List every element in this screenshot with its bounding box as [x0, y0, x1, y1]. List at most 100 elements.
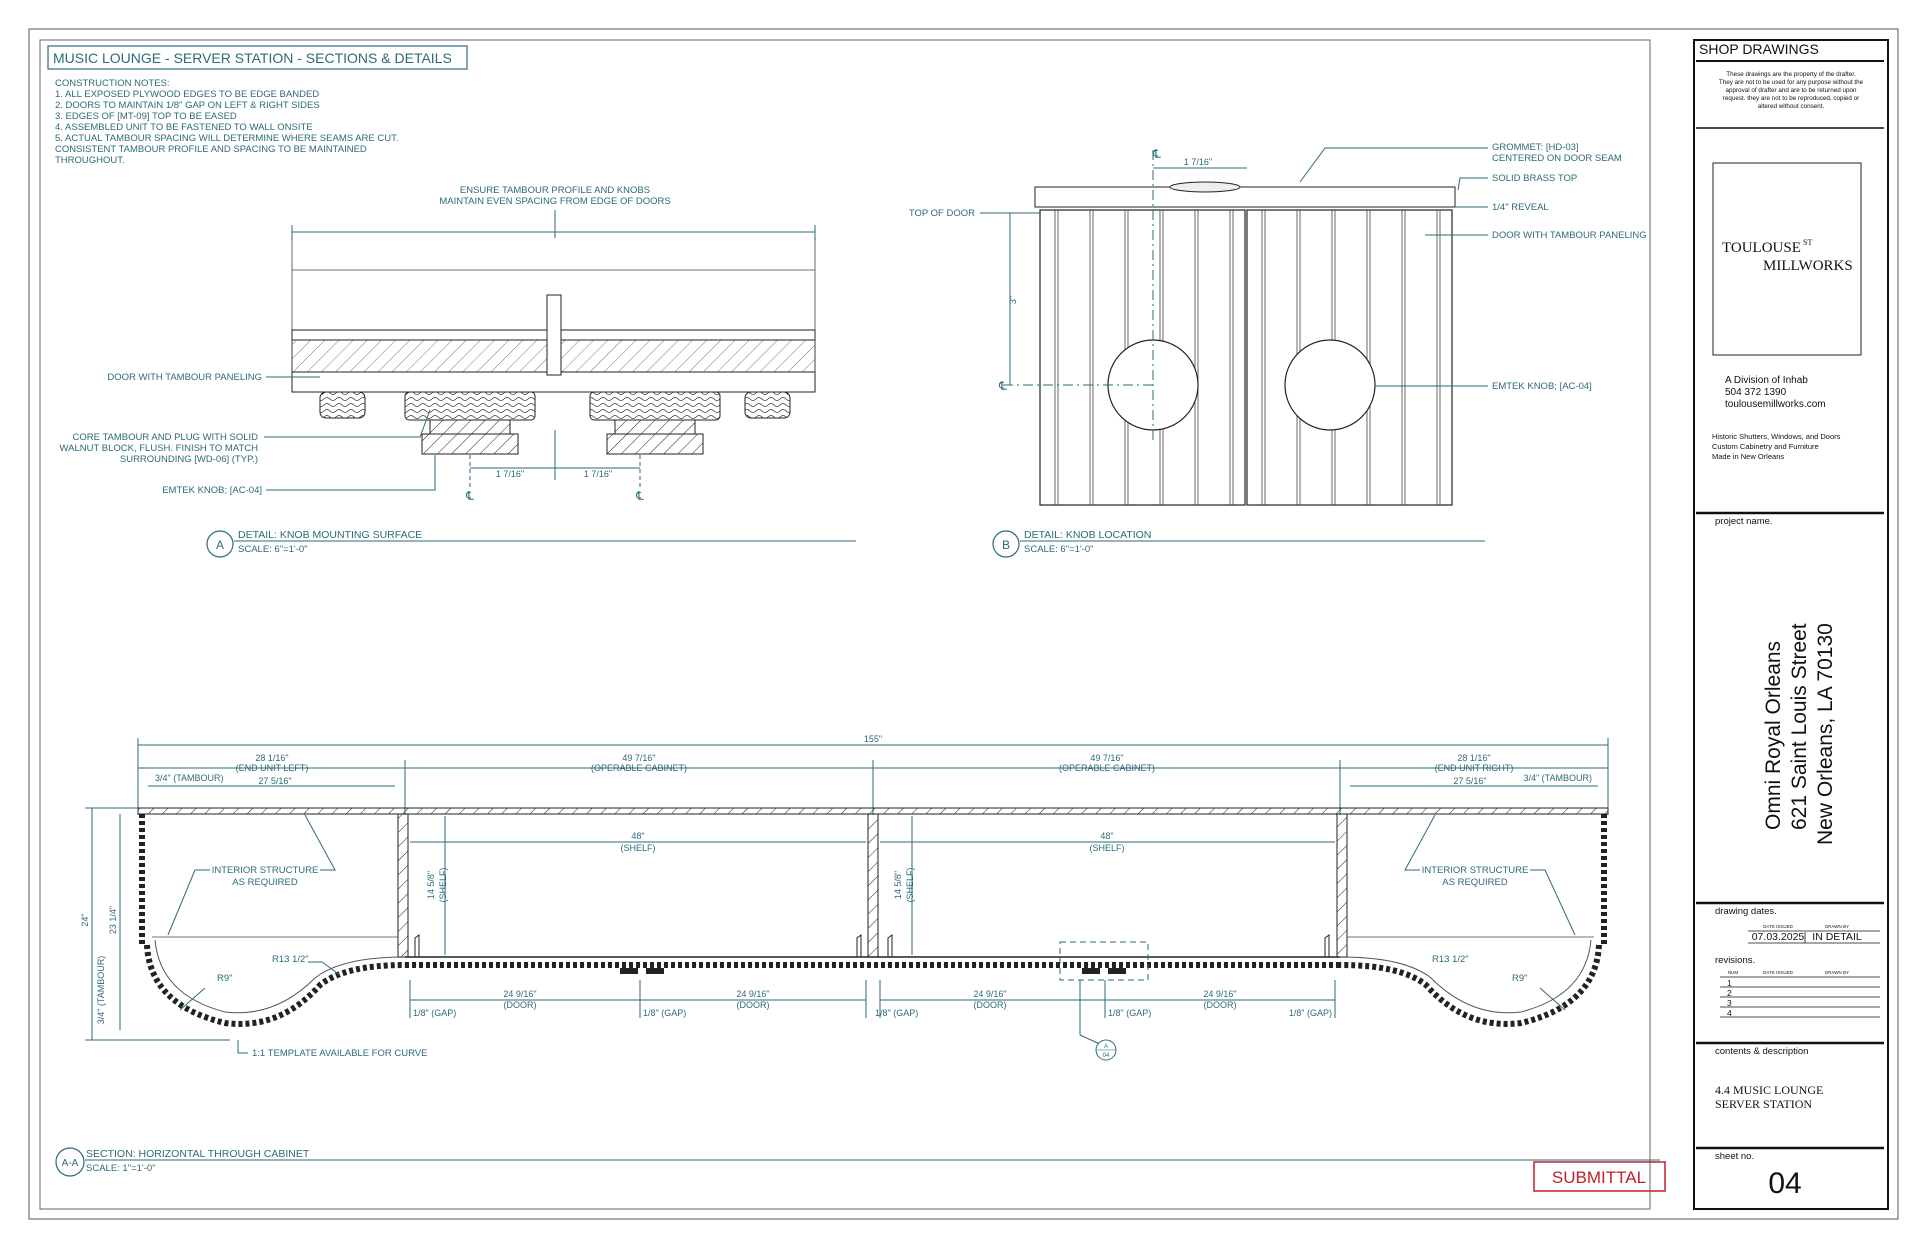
sheet-title-box [47, 45, 468, 70]
detail-a-label-door: DOOR WITH TAMBOUR PANELING [107, 372, 262, 383]
detail-a-cl-left: ℄ [465, 489, 474, 503]
section-template-note: 1:1 TEMPLATE AVAILABLE FOR CURVE [252, 1048, 427, 1059]
section-dim-tambour-left: 3/4" (TAMBOUR) [155, 773, 224, 783]
submittal-stamp-box [1533, 1161, 1666, 1192]
logo-st: ST [1803, 238, 1812, 247]
note-line: CONSISTENT TAMBOUR PROFILE AND SPACING T… [55, 144, 367, 155]
section-callout-top: A [1104, 1044, 1108, 1050]
detail-b-marker [992, 530, 1020, 558]
section-door-dim: (DOOR) [1204, 1000, 1237, 1010]
note-line: THROUGHOUT. [55, 155, 125, 166]
section-door-dim: (DOOR) [504, 1000, 537, 1010]
company-line: A Division of Inhab [1725, 375, 1808, 386]
section-radius-big-left: R13 1/2" [272, 954, 309, 965]
detail-b-dim-top: 1 7/16" [1184, 157, 1212, 167]
section-dim-tambour-right: 3/4" (TAMBOUR) [1523, 773, 1592, 783]
section-door-dim: 24 9/16" [503, 989, 536, 999]
rev-date-header: DATE ISSUED [1763, 970, 1793, 975]
disclaimer-line: altered without consent. [1758, 103, 1825, 110]
company-logo [1712, 162, 1862, 356]
submittal-stamp: SUBMITTAL [1552, 1168, 1646, 1187]
note-line: CONSTRUCTION NOTES: [55, 78, 170, 89]
section-shelf-depth-right: (SHELF) [905, 867, 915, 902]
services-line: Made in New Orleans [1712, 452, 1784, 461]
detail-a-marker [206, 530, 234, 558]
logo-line1: TOULOUSE [1722, 240, 1801, 256]
section-door-dim: (DOOR) [737, 1000, 770, 1010]
detail-a-scale: SCALE: 6"=1'-0" [238, 544, 308, 555]
section-shelf-left: (SHELF) [620, 843, 655, 853]
section-depth-23: 23 1/4" [108, 906, 118, 934]
detail-a-marker-label: A [216, 538, 224, 552]
section-interior-left: INTERIOR STRUCTURE [212, 865, 319, 876]
logo-line2: MILLWORKS [1763, 258, 1853, 274]
contents-line: SERVER STATION [1715, 1097, 1812, 1111]
detail-a-label-core: SURROUNDING [WD-06] (TYP.) [120, 454, 258, 465]
section-dim-end-right: (END UNIT RIGHT) [1435, 763, 1514, 773]
section-radius-big-right: R13 1/2" [1432, 954, 1469, 965]
section-dim-overall: 155" [864, 734, 882, 744]
section-door-dim: 24 9/16" [1203, 989, 1236, 999]
company-line: 504 372 1390 [1725, 387, 1787, 398]
detail-b-knob-right [1284, 339, 1376, 431]
disclaimer-line: request. they are not to be reproduced, … [1723, 95, 1860, 102]
section-door-dim: (DOOR) [974, 1000, 1007, 1010]
title-block: SHOP DRAWINGS These drawings are the pro… [1696, 41, 1884, 1200]
rev-num: 2 [1727, 988, 1732, 998]
section-gap: 1/8" (GAP) [413, 1008, 456, 1018]
detail-a-label-core: CORE TAMBOUR AND PLUG WITH SOLID [73, 432, 259, 443]
rev-num: 3 [1727, 998, 1732, 1008]
construction-notes: CONSTRUCTION NOTES: 1. ALL EXPOSED PLYWO… [55, 78, 398, 166]
disclaimer-line: They are not to be used for any purpose … [1719, 79, 1864, 86]
section-aa-marker-label: A-A [62, 1158, 79, 1169]
company-line: toulousemillworks.com [1725, 399, 1826, 410]
rev-num: 4 [1727, 1008, 1732, 1018]
detail-b-dim-vert: 3" [1008, 296, 1018, 304]
contents-line: 4.4 MUSIC LOUNGE [1715, 1083, 1823, 1097]
section-dim-op-left: (OPERABLE CABINET) [591, 763, 687, 773]
project-line: 621 Saint Louis Street [1788, 623, 1811, 830]
section-dim-op-right: (OPERABLE CABINET) [1059, 763, 1155, 773]
section-dim-end-left: 28 1/16" [255, 753, 288, 763]
detail-b-marker-label: B [1002, 538, 1010, 552]
disclaimer-line: These drawings are the property of the d… [1726, 71, 1856, 78]
section-depth-tambour: 3/4" (TAMBOUR) [96, 956, 106, 1025]
drawn-by: IN DETAIL [1812, 931, 1862, 943]
section-dim-op-right: 49 7/16" [1090, 753, 1123, 763]
disclaimer-line: approval of drafter and are to be return… [1726, 87, 1857, 94]
detail-b-label-knob: EMTEK KNOB; [AC-04] [1492, 381, 1592, 392]
contents-label: contents & description [1715, 1046, 1808, 1057]
sheet-label: sheet no. [1715, 1151, 1754, 1162]
date-issued-header: DATE ISSUED [1763, 924, 1793, 929]
section-shelf-depth-left: 14 5/8" [426, 871, 436, 899]
section-interior-left: AS REQUIRED [232, 877, 298, 888]
detail-a-note-top: MAINTAIN EVEN SPACING FROM EDGE OF DOORS [439, 196, 670, 207]
sheet-title: MUSIC LOUNGE - SERVER STATION - SECTIONS… [53, 50, 452, 66]
section-shelf-depth-left: (SHELF) [438, 867, 448, 902]
note-line: 1. ALL EXPOSED PLYWOOD EDGES TO BE EDGE … [55, 89, 319, 100]
detail-a-note-top: ENSURE TAMBOUR PROFILE AND KNOBS [460, 185, 650, 196]
drawn-by-header: DRAWN BY [1825, 924, 1849, 929]
outer-border [28, 28, 1899, 1220]
note-line: 2. DOORS TO MAINTAIN 1/8" GAP ON LEFT & … [55, 100, 320, 111]
section-aa-drawing: 155" 28 1/16" (END UNIT LEFT) 49 7/16" (… [55, 734, 1660, 1177]
detail-b-label-top-door: TOP OF DOOR [909, 208, 975, 219]
note-line: 4. ASSEMBLED UNIT TO BE FASTENED TO WALL… [55, 122, 313, 133]
section-aa-marker [55, 1147, 85, 1177]
section-shelf-left: 48" [631, 831, 644, 841]
section-dim-inner-left: 27 5/16" [258, 776, 291, 786]
sheet-number: 04 [1768, 1167, 1801, 1200]
section-dim-end-left: (END UNIT LEFT) [236, 763, 309, 773]
detail-a-dim-left: 1 7/16" [496, 469, 524, 479]
project-label: project name. [1715, 516, 1773, 527]
section-interior-right: INTERIOR STRUCTURE [1422, 865, 1529, 876]
detail-b-label-brass: SOLID BRASS TOP [1492, 173, 1577, 184]
detail-a-label-core: WALNUT BLOCK, FLUSH. FINISH TO MATCH [60, 443, 259, 454]
detail-a-drawing: ENSURE TAMBOUR PROFILE AND KNOBS MAINTAI… [60, 185, 856, 558]
section-aa-title: SECTION: HORIZONTAL THROUGH CABINET [86, 1148, 310, 1160]
detail-b-scale: SCALE: 6"=1'-0" [1024, 544, 1094, 555]
section-dim-op-left: 49 7/16" [622, 753, 655, 763]
detail-b-title: DETAIL: KNOB LOCATION [1024, 529, 1151, 541]
detail-b-cl-top: ℄ [1152, 147, 1161, 161]
rev-num-header: NUM [1728, 970, 1738, 975]
